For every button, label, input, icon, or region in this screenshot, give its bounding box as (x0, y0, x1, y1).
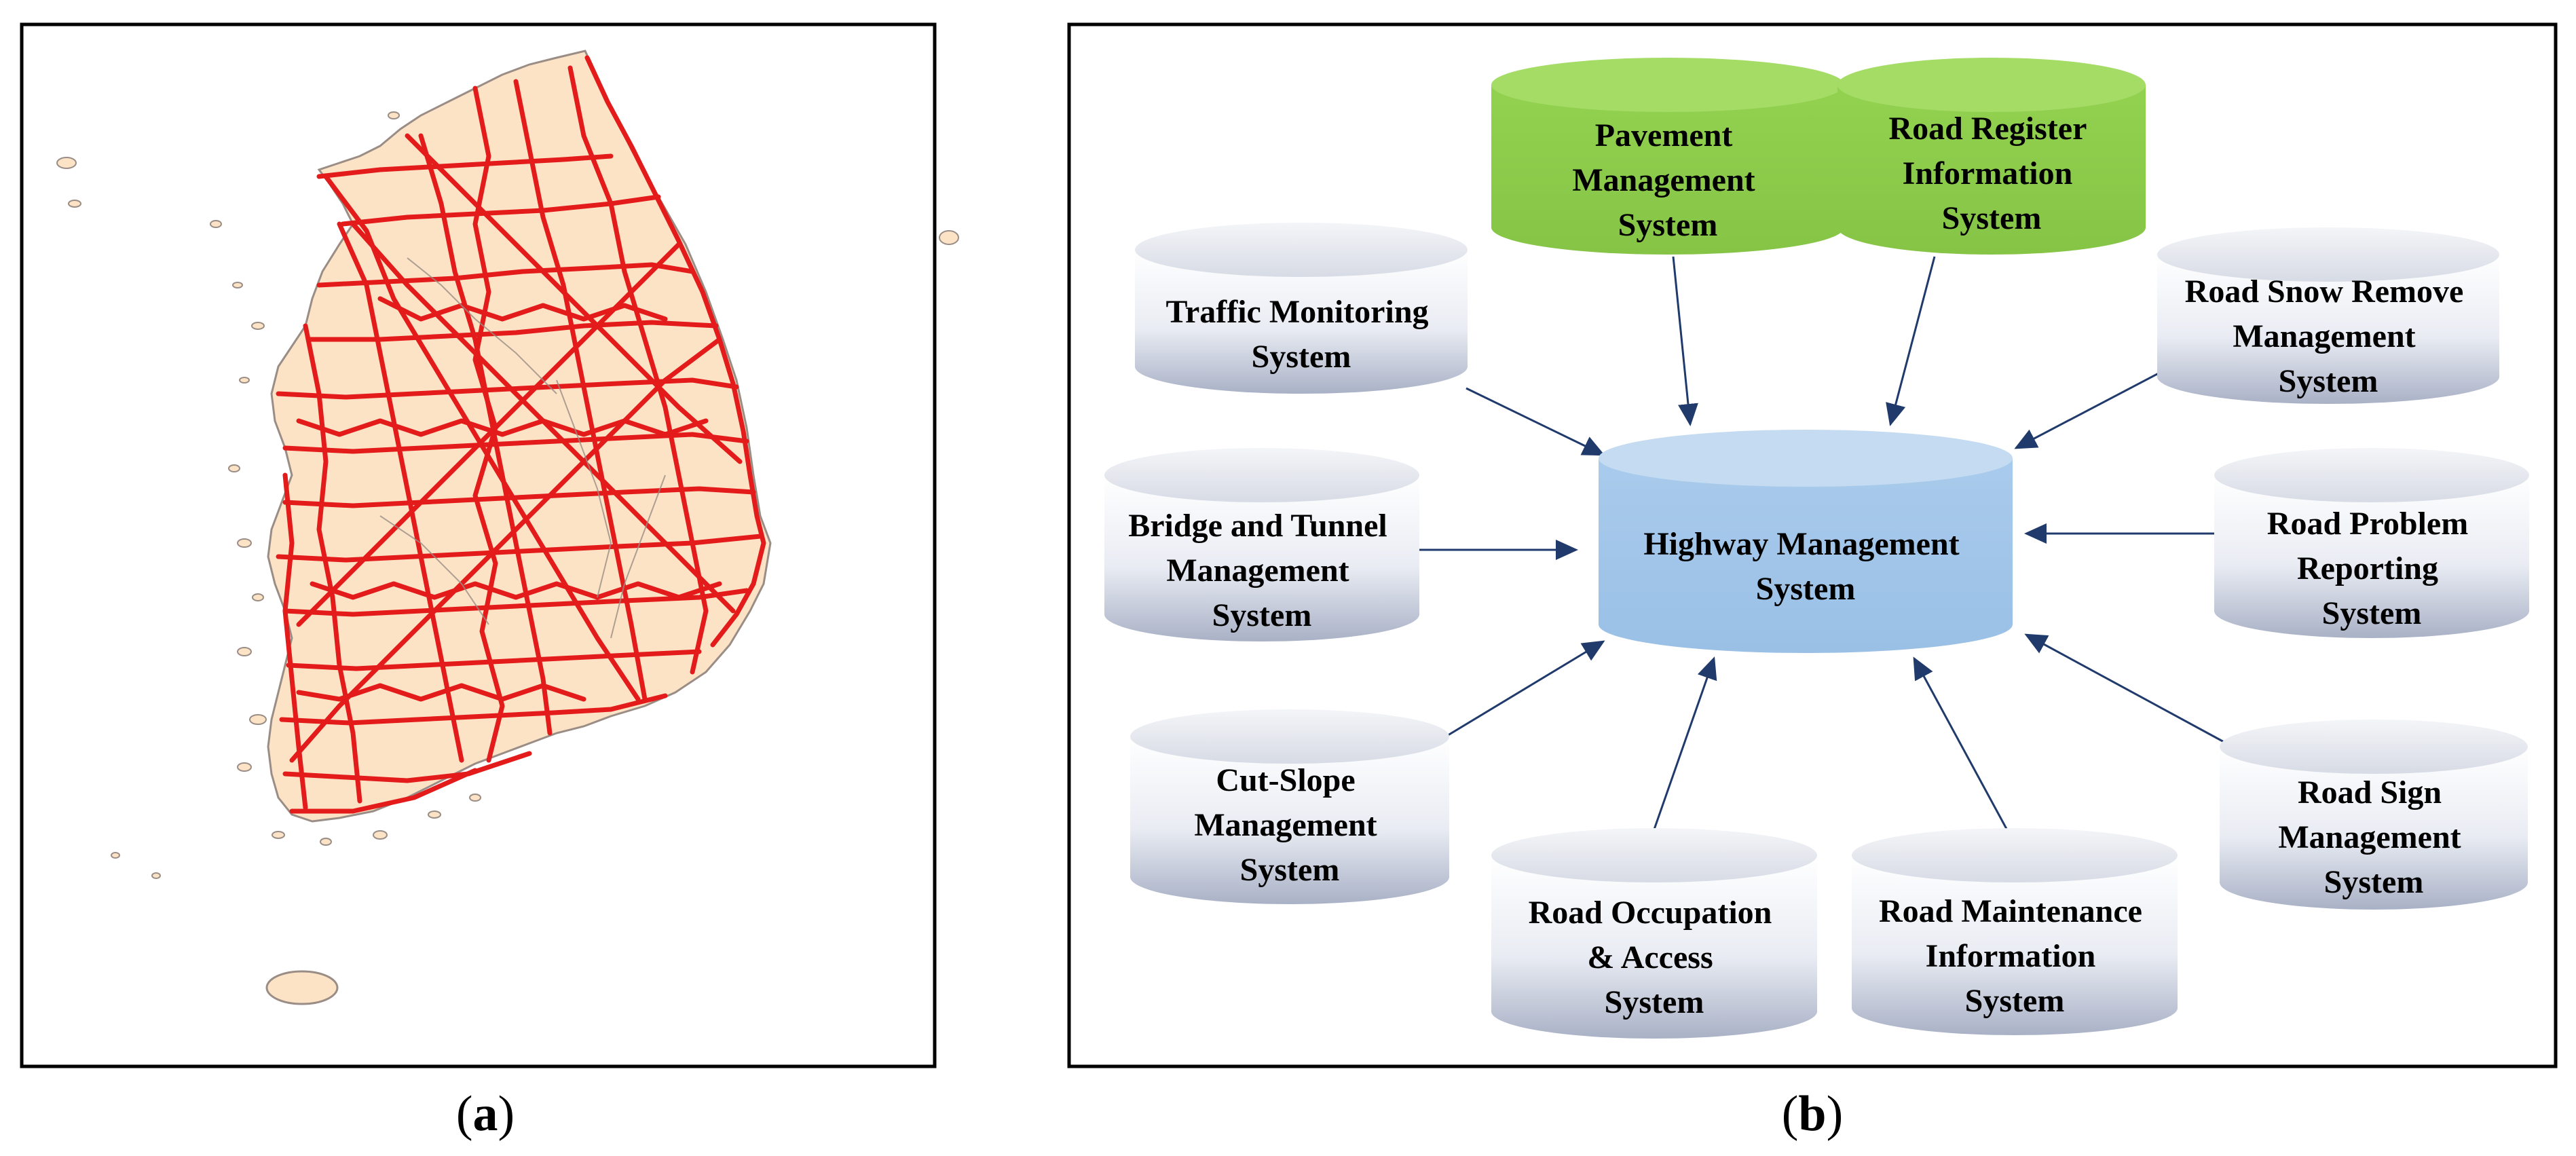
road-snow-remove-label: Road Snow Remove Management System (2185, 274, 2472, 399)
road-register-label: Road Register Information System (1888, 111, 2094, 236)
road-problem-reporting-system-node: Road Problem Reporting System (2214, 448, 2529, 638)
arrow-road-sign (2024, 633, 2227, 745)
road-network (276, 55, 766, 814)
cut-slope-management-system-node: Cut-Slope Management System (1130, 709, 1449, 904)
arrow-road-snow-remove (2014, 372, 2159, 449)
caption-a: (a) (456, 1086, 515, 1142)
mainland-landmass (267, 50, 772, 823)
pavement-management-system-node: Pavement Management System (1491, 58, 1844, 255)
road-maintenance-label: Road Maintenance Information System (1879, 893, 2150, 1019)
small-islands (56, 111, 959, 879)
korea-map (56, 50, 959, 1005)
bridge-tunnel-label: Bridge and Tunnel Management System (1128, 508, 1396, 633)
arrow-road-maintenance (1913, 656, 2021, 853)
arrow-cut-slope (1445, 640, 1605, 738)
caption-b: (b) (1782, 1086, 1843, 1142)
highway-management-system-node: Highway Management System (1599, 430, 2013, 653)
rivers (379, 257, 666, 639)
arrow-road-occupation (1645, 656, 1717, 853)
road-occupation-access-system-node: Road Occupation & Access System (1491, 828, 1817, 1039)
traffic-monitoring-label: Traffic Monitoring System (1165, 294, 1436, 375)
traffic-monitoring-system-node: Traffic Monitoring System (1135, 223, 1468, 394)
jeju-island (265, 970, 339, 1005)
road-snow-remove-management-system-node: Road Snow Remove Management System (2157, 227, 2499, 404)
road-register-information-system-node: Road Register Information System (1837, 58, 2146, 255)
arrow-pavement (1672, 256, 1698, 426)
bridge-tunnel-management-system-node: Bridge and Tunnel Management System (1104, 448, 1419, 641)
road-occupation-label: Road Occupation & Access System (1529, 895, 1780, 1020)
road-sign-label: Road Sign Management System (2278, 775, 2469, 900)
road-problem-label: Road Problem Reporting System (2267, 506, 2476, 631)
center-label: Highway Management System (1643, 526, 1967, 607)
arrow-road-register (1886, 256, 1936, 426)
cut-slope-label: Cut-Slope Management System (1194, 762, 1385, 888)
road-sign-management-system-node: Road Sign Management System (2220, 720, 2528, 910)
pavement-label: Pavement Management System (1572, 117, 1763, 243)
arrow-traffic-monitoring (1466, 387, 1605, 456)
road-maintenance-information-system-node: Road Maintenance Information System (1852, 828, 2178, 1035)
arrows (1415, 256, 2227, 853)
